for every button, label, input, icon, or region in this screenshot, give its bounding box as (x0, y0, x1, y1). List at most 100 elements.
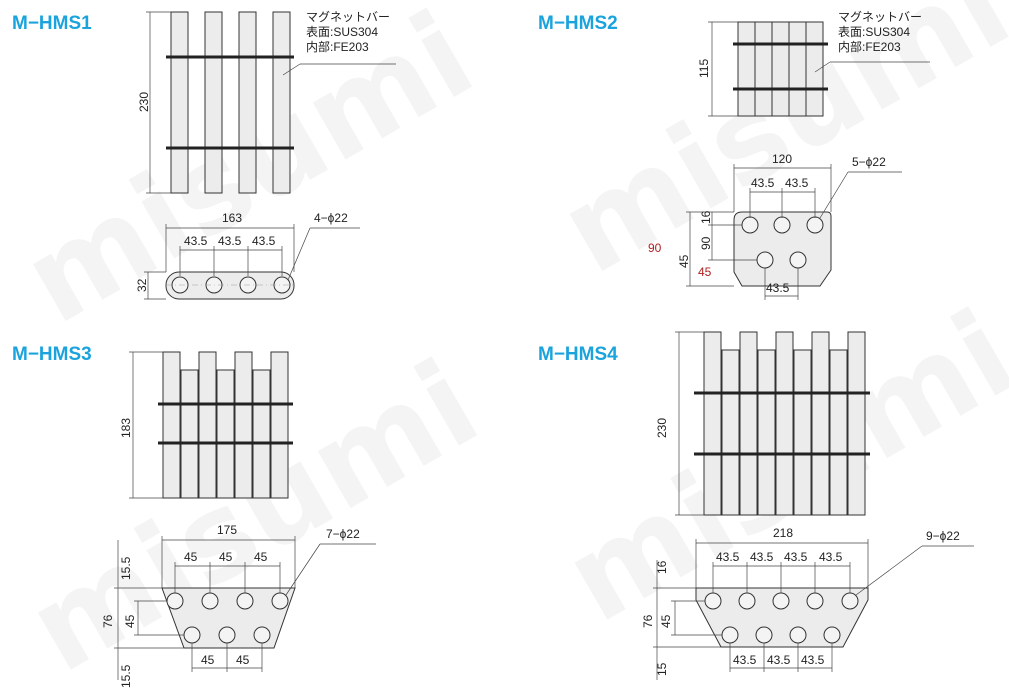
pitch-dimension: 45 (219, 550, 233, 564)
magnet-bar (829, 349, 848, 516)
width-dimension: 120 (772, 152, 792, 166)
product-hms1: M−HMS1 230 マグネットバー 表面:SUS304 内部:FE203 16… (12, 10, 396, 300)
side-dimension: 15 (655, 662, 669, 676)
magnet-bar (703, 331, 722, 516)
note-line: 表面:SUS304 (838, 25, 910, 39)
red-annotation: 45 (698, 265, 712, 279)
magnet-bar (811, 331, 830, 516)
mounting-hole (772, 592, 790, 610)
mounting-hole (806, 592, 824, 610)
height-dimension: 115 (697, 59, 711, 78)
note-line: 内部:FE203 (838, 39, 901, 54)
pitch-dimension: 43.5 (766, 281, 790, 295)
side-dimension: 16 (655, 560, 669, 574)
mounting-hole (738, 592, 756, 610)
mounting-hole (755, 626, 773, 644)
magnet-bar (788, 21, 807, 117)
product-hms3: M−HMS3 183 175 45 45 45 (12, 344, 376, 688)
pitch-dimension: 43.5 (819, 550, 843, 564)
mounting-hole (741, 216, 759, 234)
pitch-dimension: 43.5 (716, 550, 740, 564)
magnet-bar (234, 351, 253, 499)
magnet-bar (739, 331, 758, 516)
pitch-dimension: 45 (254, 550, 268, 564)
pitch-dimension: 43.5 (184, 234, 208, 248)
pitch-dimension: 43.5 (252, 234, 276, 248)
magnet-bar (162, 351, 181, 499)
magnet-bar (252, 369, 271, 499)
pitch-dimension: 45 (184, 550, 198, 564)
magnet-bar (270, 351, 289, 499)
holes-note: 5−ϕ22 (852, 155, 886, 169)
mounting-hole (756, 251, 774, 269)
note-line: 表面:SUS304 (306, 25, 378, 39)
height-dimension: 230 (137, 92, 151, 112)
mounting-hole (823, 626, 841, 644)
magnet-bar (721, 349, 740, 516)
red-annotation: 90 (648, 241, 662, 255)
magnet-bar (754, 21, 773, 117)
note-line: 内部:FE203 (306, 39, 369, 54)
magnet-bar (204, 11, 223, 194)
pitch-dimension: 45 (201, 653, 215, 667)
mounting-hole (789, 626, 807, 644)
product-title: M−HMS2 (538, 13, 618, 34)
note-line: マグネットバー (306, 10, 390, 24)
magnet-bar (272, 11, 291, 194)
magnet-bar (737, 21, 756, 117)
product-hms4: M−HMS4 230 218 43. (538, 331, 974, 680)
side-dimension: 45 (677, 254, 691, 268)
magnet-bar (198, 351, 217, 499)
magnet-bar (847, 331, 866, 516)
mounting-hole (201, 592, 219, 610)
pitch-dimension: 43.5 (767, 653, 791, 667)
width-dimension: 163 (222, 211, 242, 225)
mounting-hole (806, 216, 824, 234)
mounting-hole (183, 626, 201, 644)
magnet-bar (771, 21, 790, 117)
magnet-bar (238, 11, 257, 194)
bottom-plate (165, 271, 295, 300)
height-dimension: 183 (119, 418, 133, 438)
side-dimension: 45 (123, 614, 137, 628)
pitch-dimension: 43.5 (784, 550, 808, 564)
bottom-plate (733, 211, 832, 287)
mounting-hole (236, 592, 254, 610)
mounting-hole (166, 592, 184, 610)
product-title: M−HMS4 (538, 344, 618, 365)
magnet-bar (180, 369, 199, 499)
pitch-dimension: 43.5 (751, 176, 775, 190)
holes-note: 7−ϕ22 (326, 527, 360, 541)
mounting-hole (253, 626, 271, 644)
magnet-bar (793, 349, 812, 516)
mounting-hole (218, 626, 236, 644)
pitch-dimension: 43.5 (785, 176, 809, 190)
pitch-dimension: 43.5 (733, 653, 757, 667)
mounting-hole (841, 592, 859, 610)
magnet-bar (775, 331, 794, 516)
magnet-bar (216, 369, 235, 499)
mounting-hole (721, 626, 739, 644)
side-dimension: 90 (699, 236, 713, 250)
height-dimension: 230 (655, 418, 669, 438)
holes-note: 4−ϕ22 (314, 211, 348, 225)
magnet-bar (757, 349, 776, 516)
magnet-bar (805, 21, 824, 117)
pitch-dimension: 45 (236, 653, 250, 667)
mounting-hole (704, 592, 722, 610)
mounting-hole (789, 251, 807, 269)
side-dimension: 76 (641, 614, 655, 628)
pitch-dimension: 43.5 (218, 234, 242, 248)
product-title: M−HMS1 (12, 13, 92, 34)
pitch-dimension: 43.5 (750, 550, 774, 564)
side-dimension: 32 (135, 278, 149, 292)
width-dimension: 218 (773, 526, 793, 540)
pitch-dimension: 43.5 (801, 653, 825, 667)
side-dimension: 15.5 (119, 664, 133, 688)
mounting-hole (271, 592, 289, 610)
width-dimension: 175 (217, 523, 237, 537)
product-hms2: M−HMS2 115 マグネットバー 表面:SUS304 内部:FE203 12… (538, 10, 930, 300)
product-title: M−HMS3 (12, 344, 92, 365)
side-dimension: 45 (659, 614, 673, 628)
